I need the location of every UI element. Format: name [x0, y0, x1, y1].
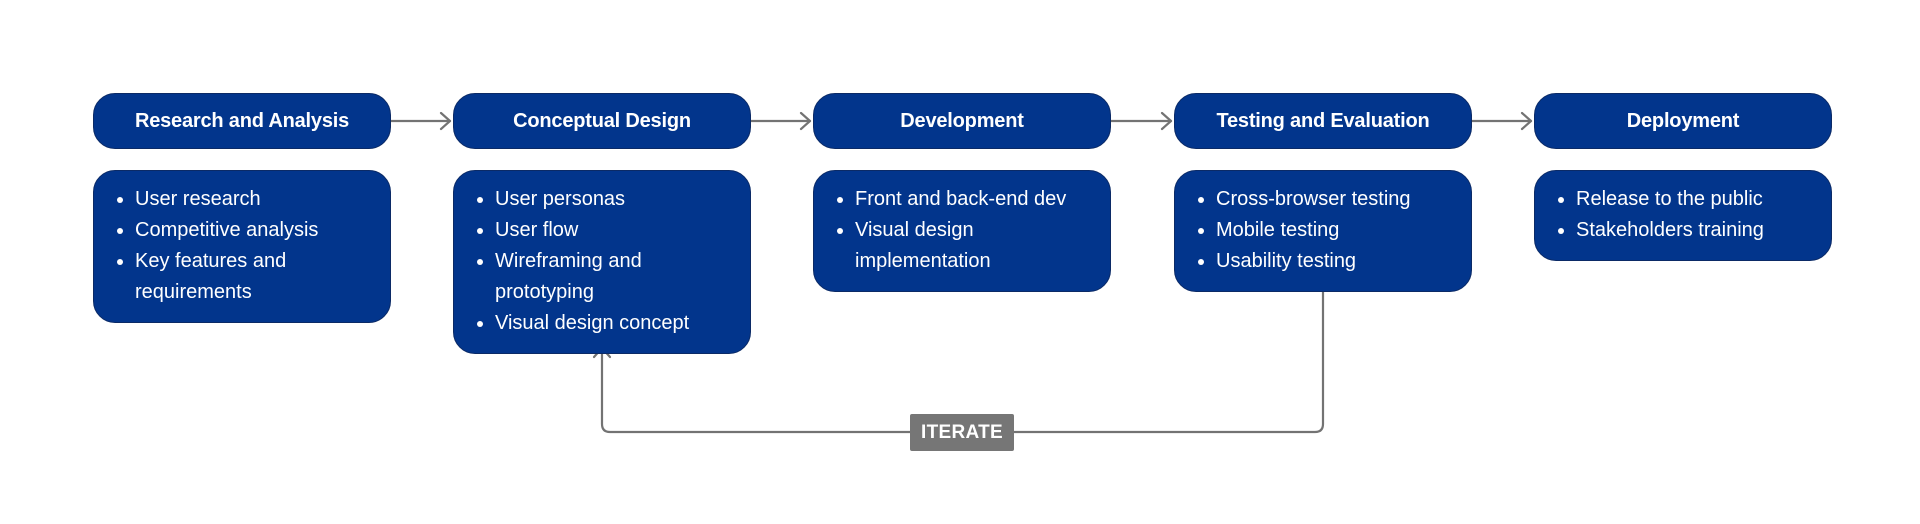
task-list: Cross-browser testing Mobile testing Usa… [1189, 184, 1453, 277]
task-item: Key features and requirements [117, 246, 372, 308]
task-list: User personas User flow Wireframing and … [468, 184, 732, 339]
stage-title: Conceptual Design [513, 109, 691, 132]
task-list: Release to the public Stakeholders train… [1549, 184, 1813, 246]
task-list: Front and back-end dev Visual design imp… [828, 184, 1092, 277]
arrow-conceptual-to-development [749, 111, 812, 131]
stage-card-conceptual-design: User personas User flow Wireframing and … [453, 170, 751, 354]
task-item: Wireframing and prototyping [477, 246, 732, 308]
stage-title: Development [900, 109, 1024, 132]
task-item: Usability testing [1198, 246, 1453, 277]
stage-card-deployment: Release to the public Stakeholders train… [1534, 170, 1832, 261]
task-item: Release to the public [1558, 184, 1813, 215]
task-item: Visual design concept [477, 308, 732, 339]
stage-title: Deployment [1626, 109, 1740, 132]
stage-header-development: Development [813, 93, 1111, 149]
stage-header-conceptual-design: Conceptual Design [453, 93, 751, 149]
task-list: User research Competitive analysis Key f… [108, 184, 372, 308]
arrow-testing-to-deployment [1470, 111, 1533, 131]
arrow-development-to-testing [1109, 111, 1173, 131]
task-item: User flow [477, 215, 732, 246]
stage-title: Research and Analysis [134, 109, 350, 132]
task-item: Front and back-end dev [837, 184, 1092, 215]
task-item: User research [117, 184, 372, 215]
task-item: Competitive analysis [117, 215, 372, 246]
iterate-label: ITERATE [910, 414, 1014, 451]
stage-header-research: Research and Analysis [93, 93, 391, 149]
stage-card-testing: Cross-browser testing Mobile testing Usa… [1174, 170, 1472, 292]
task-item: Visual design implementation [837, 215, 1092, 277]
task-item: Cross-browser testing [1198, 184, 1453, 215]
stage-header-testing: Testing and Evaluation [1174, 93, 1472, 149]
task-item: Stakeholders training [1558, 215, 1813, 246]
arrow-research-to-conceptual [389, 111, 452, 131]
stage-title: Testing and Evaluation [1216, 109, 1430, 132]
stage-card-development: Front and back-end dev Visual design imp… [813, 170, 1111, 292]
stage-card-research: User research Competitive analysis Key f… [93, 170, 391, 323]
task-item: User personas [477, 184, 732, 215]
stage-header-deployment: Deployment [1534, 93, 1832, 149]
task-item: Mobile testing [1198, 215, 1453, 246]
